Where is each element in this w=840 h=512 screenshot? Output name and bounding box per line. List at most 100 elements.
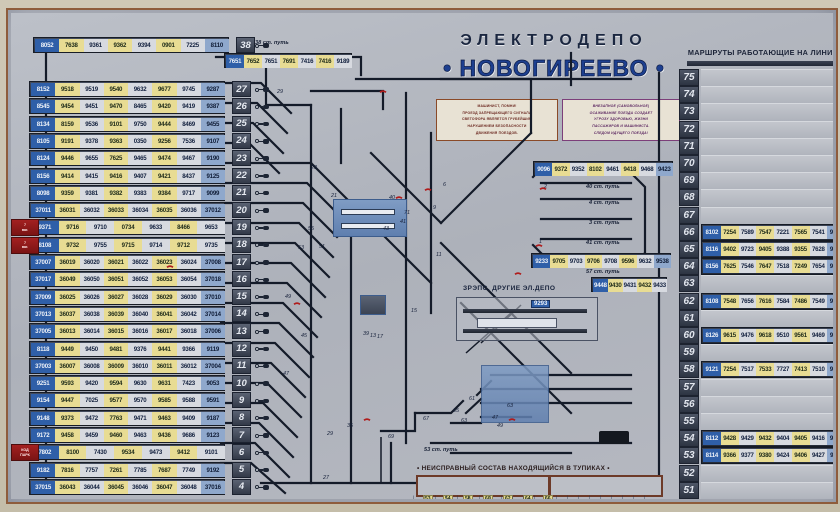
route-train-slot[interactable] [701,155,833,172]
route-row[interactable]: 68 [679,189,833,209]
route-train-slot[interactable] [701,344,833,362]
route-row[interactable]: 56 [679,395,833,416]
route-row[interactable]: 59 [679,344,833,364]
route-train-slot[interactable] [701,395,833,413]
route-train-slot[interactable] [701,413,833,430]
route-train-slot[interactable] [701,69,833,86]
route-row[interactable]: 6481567625754676477518724976549206 [679,258,833,278]
route-train-slot[interactable]: 91217254751775337727741375109127 [701,361,833,379]
route-row[interactable]: 75 [679,69,833,89]
route-row[interactable]: 67 [679,206,833,227]
route-row[interactable]: 6681027254758975477221756575419167 [679,223,833,244]
route-train-slot[interactable] [701,309,833,327]
route-row[interactable]: 73 [679,103,833,123]
route-row[interactable]: 57 [679,378,833,399]
route-train-slot[interactable]: 81169402972394059388935576289117 [701,241,833,258]
route-row[interactable]: 5381149366937793809424940694279111 [679,447,833,467]
route-row[interactable]: 6581169402972394059388935576289117 [679,241,833,261]
route-train-slot[interactable]: 81129428942994329404940594169119 [701,430,833,448]
route-train-slot[interactable] [701,275,833,293]
route-row[interactable]: 52 [679,464,833,485]
route-train-slot[interactable]: 81149366937793809424940694279111 [701,447,833,465]
route-row[interactable]: 6281087548765676167584748675499109 [679,292,833,313]
route-row[interactable]: 74 [679,86,833,106]
route-train-slot[interactable] [701,103,833,121]
route-train-slot[interactable]: 81269615947696189510956194699827 [701,327,833,344]
route-row[interactable]: 69 [679,172,833,192]
route-row[interactable]: 55 [679,413,833,433]
route-train-slot[interactable] [701,206,833,224]
route-row[interactable]: 5891217254751775337727741375109127 [679,361,833,381]
route-train-slot[interactable] [701,189,833,207]
route-train-slot[interactable]: 81087548765676167584748675499109 [701,292,833,310]
route-row[interactable]: 72 [679,120,833,141]
route-row[interactable]: 51 [679,481,833,499]
route-row[interactable]: 5481129428942994329404940594169119 [679,430,833,450]
route-train-slot[interactable] [701,120,833,138]
route-train-slot[interactable] [701,378,833,396]
route-train-slot[interactable] [701,86,833,104]
route-train-slot[interactable] [701,172,833,190]
route-train-slot[interactable] [701,464,833,482]
route-row[interactable]: 63 [679,275,833,295]
route-row[interactable]: 61 [679,309,833,330]
route-train-slot[interactable]: 81567625754676477518724976549206 [701,258,833,276]
route-row[interactable]: 71 [679,137,833,158]
route-row[interactable]: 6081269615947696189510956194699827 [679,327,833,347]
route-train-slot[interactable] [701,137,833,155]
route-train-slot[interactable]: 81027254758975477221756575419167 [701,223,833,241]
